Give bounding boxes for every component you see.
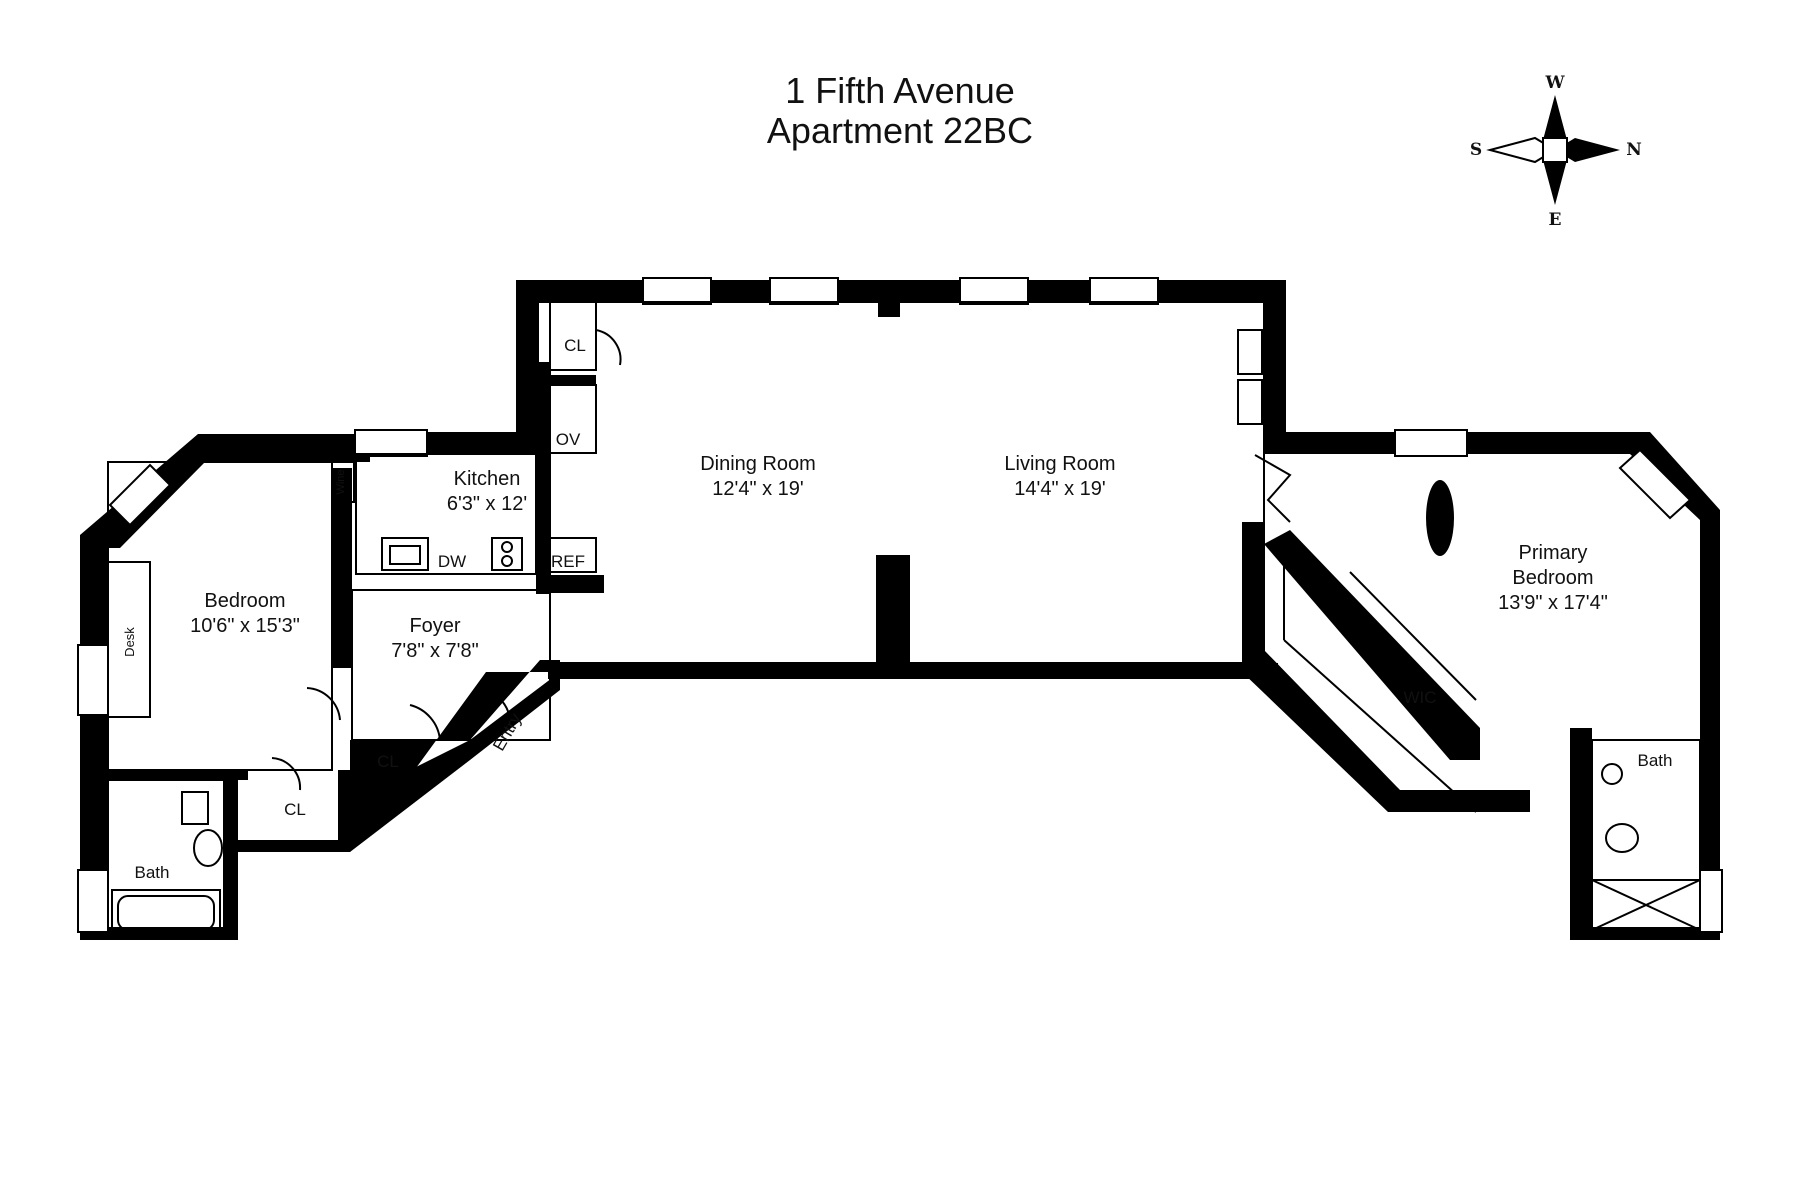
primary-table (1426, 480, 1454, 556)
foyer-name: Foyer (409, 615, 460, 637)
plan-title-line2: Apartment 22BC (766, 110, 1034, 151)
primary-bedroom-name-line2: Bedroom (1512, 567, 1593, 589)
bedroom-name: Bedroom (204, 590, 285, 612)
dishwasher-label: DW (438, 552, 466, 571)
kitchen-fixtures (331, 384, 597, 573)
bath-left-fixtures (111, 791, 223, 937)
bath-right-label: Bath (1638, 751, 1673, 770)
plan-title-line1: 1 Fifth Avenue (785, 70, 1015, 111)
closet-bedroom-label: CL (284, 800, 306, 819)
door-swings (271, 454, 1292, 791)
desk-label: Desk (122, 627, 137, 657)
living-room-dims: 14'4" x 19' (1014, 478, 1105, 500)
closet-top (537, 301, 622, 371)
kitchen-name: Kitchen (454, 468, 521, 490)
compass-west-label: W (1544, 73, 1565, 93)
foyer-dims: 7'8" x 7'8" (391, 640, 478, 662)
bedroom-dims: 10'6" x 15'3" (190, 615, 300, 637)
bath-right-fixtures (1591, 763, 1701, 931)
wine-label: Wine (335, 469, 347, 494)
closet-top-label: CL (564, 336, 586, 355)
compass-south-label: S (1470, 140, 1482, 160)
desk (107, 561, 151, 718)
compass-north-label: N (1626, 140, 1642, 160)
living-room-name: Living Room (1004, 453, 1115, 475)
bath-left-label: Bath (135, 863, 170, 882)
oven-label: OV (556, 430, 581, 449)
exterior-walls (80, 280, 1720, 940)
primary-bedroom-name-line1: Primary (1519, 542, 1588, 564)
compass-east-label: E (1549, 210, 1562, 230)
wic-shelving (1283, 550, 1477, 813)
primary-bedroom-dims: 13'9" x 17'4" (1498, 592, 1608, 614)
wic-label: WIC (1403, 688, 1436, 707)
dining-room-name: Dining Room (700, 453, 816, 475)
closet-foyer-label: CL (377, 752, 399, 771)
refrigerator-label: REF (551, 552, 585, 571)
compass-rose-icon: W S N E (1470, 73, 1642, 230)
bay-windows (108, 448, 1692, 527)
kitchen-dims: 6'3" x 12' (447, 493, 527, 515)
dining-room-dims: 12'4" x 19' (712, 478, 803, 500)
